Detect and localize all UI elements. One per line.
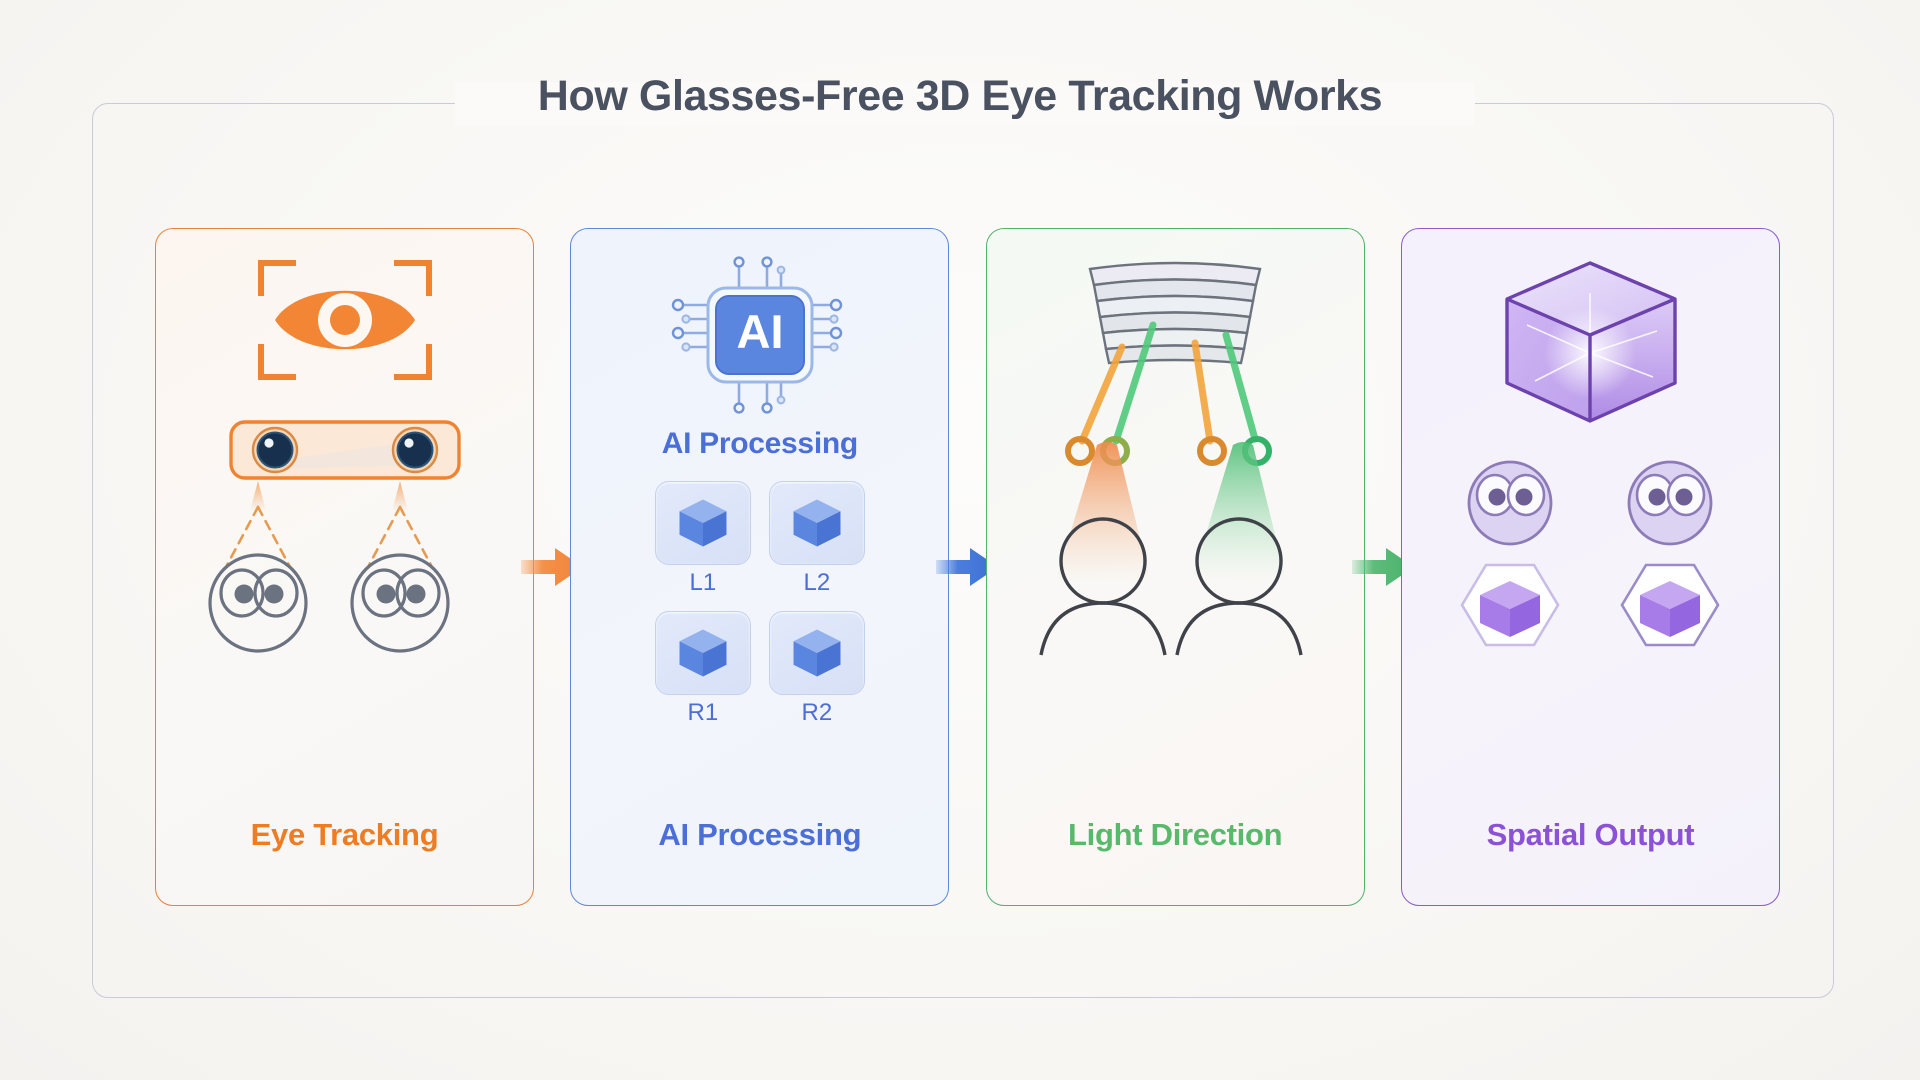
viewer-head-icon (349, 553, 450, 653)
panel-label-spatial-output: Spatial Output (1486, 817, 1695, 852)
gap-2 (936, 228, 999, 906)
output-viewer-2 (1610, 457, 1730, 549)
output-cube-1 (1450, 559, 1570, 651)
viewer-head-icon (207, 553, 308, 653)
panel-label-eye-tracking: Eye Tracking (250, 817, 439, 852)
ai-processing-heading: AI Processing (661, 427, 858, 460)
ai-chip-icon: AI (667, 247, 853, 423)
cube-tile-icon (793, 499, 841, 547)
hex-cube-icon (1620, 563, 1721, 647)
tile-label: R2 (801, 699, 833, 726)
wireframe-cube-icon (1485, 253, 1695, 433)
gap-1 (521, 228, 584, 906)
tile-label: R1 (687, 699, 719, 726)
tile-r1[interactable]: R1 (654, 611, 751, 727)
viewer-head-icon (1468, 460, 1553, 546)
panel-ai-processing[interactable]: AI AI Processing L1 (570, 228, 950, 906)
view-tiles-grid: L1 L2 (654, 481, 865, 727)
spatial-output-grid (1450, 457, 1730, 651)
output-viewer-1 (1450, 457, 1570, 549)
title-frame-gap (455, 82, 1475, 126)
gap-3 (1351, 228, 1414, 906)
tile-l2[interactable]: L2 (768, 481, 865, 597)
page-title: How Glasses-Free 3D Eye Tracking Works (537, 72, 1383, 120)
stereo-camera-bar-icon (228, 419, 461, 481)
lenticular-display-icon (1060, 251, 1290, 481)
panel-light-direction[interactable]: Light Direction (985, 228, 1365, 906)
cube-tile-icon (679, 499, 727, 547)
panel-label-ai-processing: AI Processing (658, 817, 862, 852)
tile-label: L1 (689, 569, 717, 596)
tile-r2[interactable]: R2 (768, 611, 865, 727)
arrow-ai-to-light (936, 546, 999, 588)
tracked-viewers-group (200, 481, 490, 653)
output-cube-2 (1610, 559, 1730, 651)
panel-spatial-output[interactable]: Spatial Output (1400, 228, 1780, 906)
viewer-silhouettes-group (1025, 441, 1325, 661)
arrow-eye-to-ai (521, 546, 584, 588)
tile-l1[interactable]: L1 (654, 481, 751, 597)
hex-cube-icon (1460, 563, 1561, 647)
cube-tile-icon (679, 629, 727, 677)
tile-label: L2 (803, 569, 831, 596)
eye-scan-icon (257, 257, 433, 383)
stage-panels: Eye Tracking (155, 228, 1780, 906)
viewer-head-icon (1628, 460, 1713, 546)
arrow-light-to-output (1351, 546, 1414, 588)
cube-tile-icon (793, 629, 841, 677)
panel-label-light-direction: Light Direction (1068, 817, 1283, 852)
chip-text: AI (736, 305, 783, 358)
panel-eye-tracking[interactable]: Eye Tracking (155, 228, 534, 906)
